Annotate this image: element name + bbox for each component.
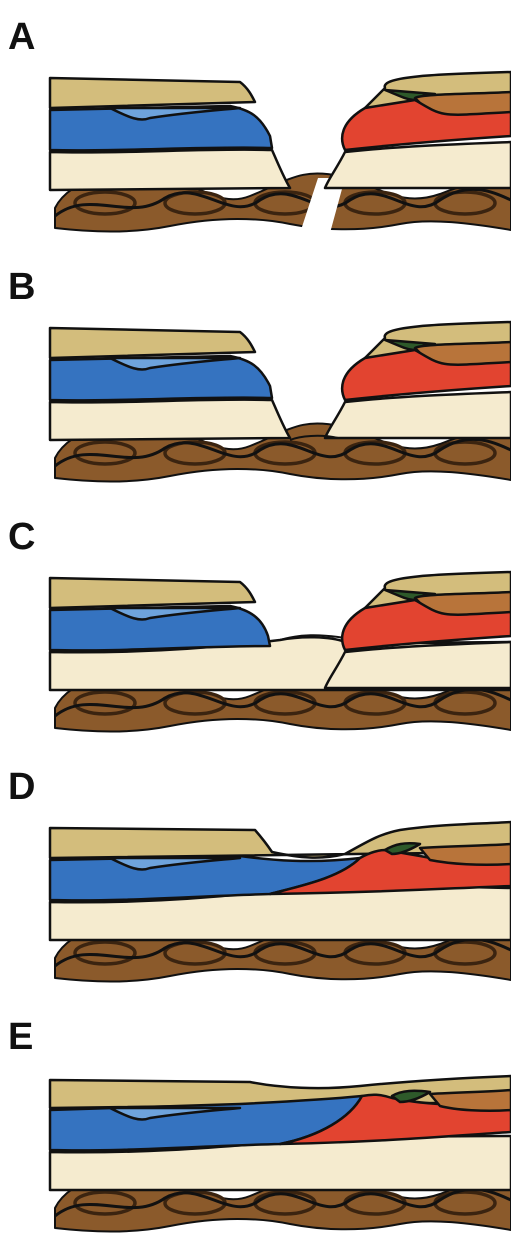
brown-layer-right — [420, 844, 511, 865]
cream-layer-left — [50, 150, 290, 190]
braid-loop — [75, 692, 135, 714]
braid-loop — [435, 192, 495, 214]
stratigraphy-diagram-e — [0, 1018, 511, 1238]
cream-layer-left — [50, 400, 290, 440]
topsoil-layer-left — [50, 328, 255, 358]
stratigraphy-diagram-c — [0, 518, 511, 738]
topsoil-layer-left — [50, 578, 255, 608]
braid-loop — [75, 1192, 135, 1214]
topsoil-layer-left — [50, 78, 255, 108]
braid-loop — [435, 692, 495, 714]
panel-d: D — [0, 768, 511, 1008]
stratigraphy-diagram-d — [0, 768, 511, 988]
panel-c: C — [0, 518, 511, 758]
braid-loop — [75, 442, 135, 464]
braid-loop — [75, 192, 135, 214]
braid-loop — [435, 942, 495, 964]
panel-b: B — [0, 268, 511, 508]
braid-loop — [435, 442, 495, 464]
braid-loop — [75, 942, 135, 964]
stratigraphy-diagram-a — [0, 18, 511, 238]
panel-e: E — [0, 1018, 511, 1258]
brown-layer-right — [430, 1090, 511, 1111]
panel-a: A — [0, 18, 511, 258]
braid-loop — [435, 1192, 495, 1214]
stratigraphy-diagram-b — [0, 268, 511, 488]
